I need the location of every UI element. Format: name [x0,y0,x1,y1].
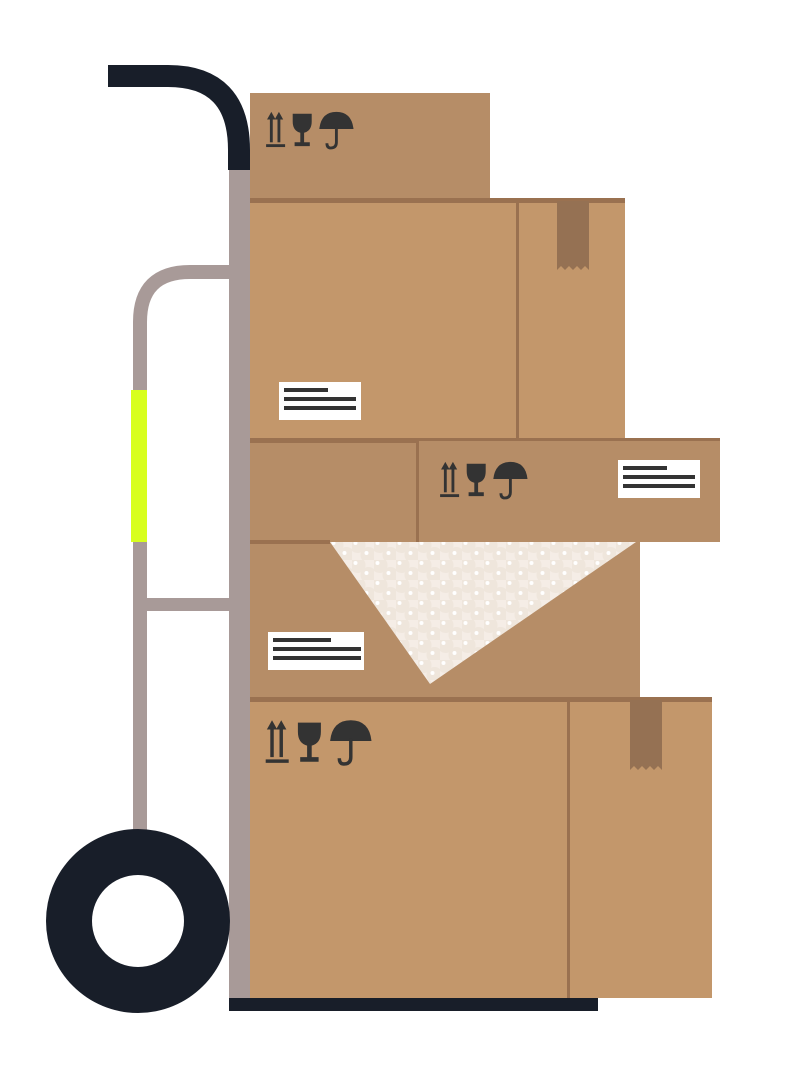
shipping-label [268,632,364,670]
cart-wheel [46,829,230,1013]
tape-strip [630,700,662,770]
grip-handle [131,390,147,542]
cart-upright [229,165,250,1000]
wheel-hub [92,875,184,967]
cart-handle [108,65,250,170]
tape-strip [557,201,589,270]
cart-back-rail [131,265,233,840]
shipping-label [279,382,361,420]
bubble-wrap [330,542,636,684]
box-stack [250,93,720,998]
box-third-left [250,441,418,542]
box-top [250,93,490,201]
shipping-label [618,460,700,498]
cart-baseplate [229,998,598,1011]
